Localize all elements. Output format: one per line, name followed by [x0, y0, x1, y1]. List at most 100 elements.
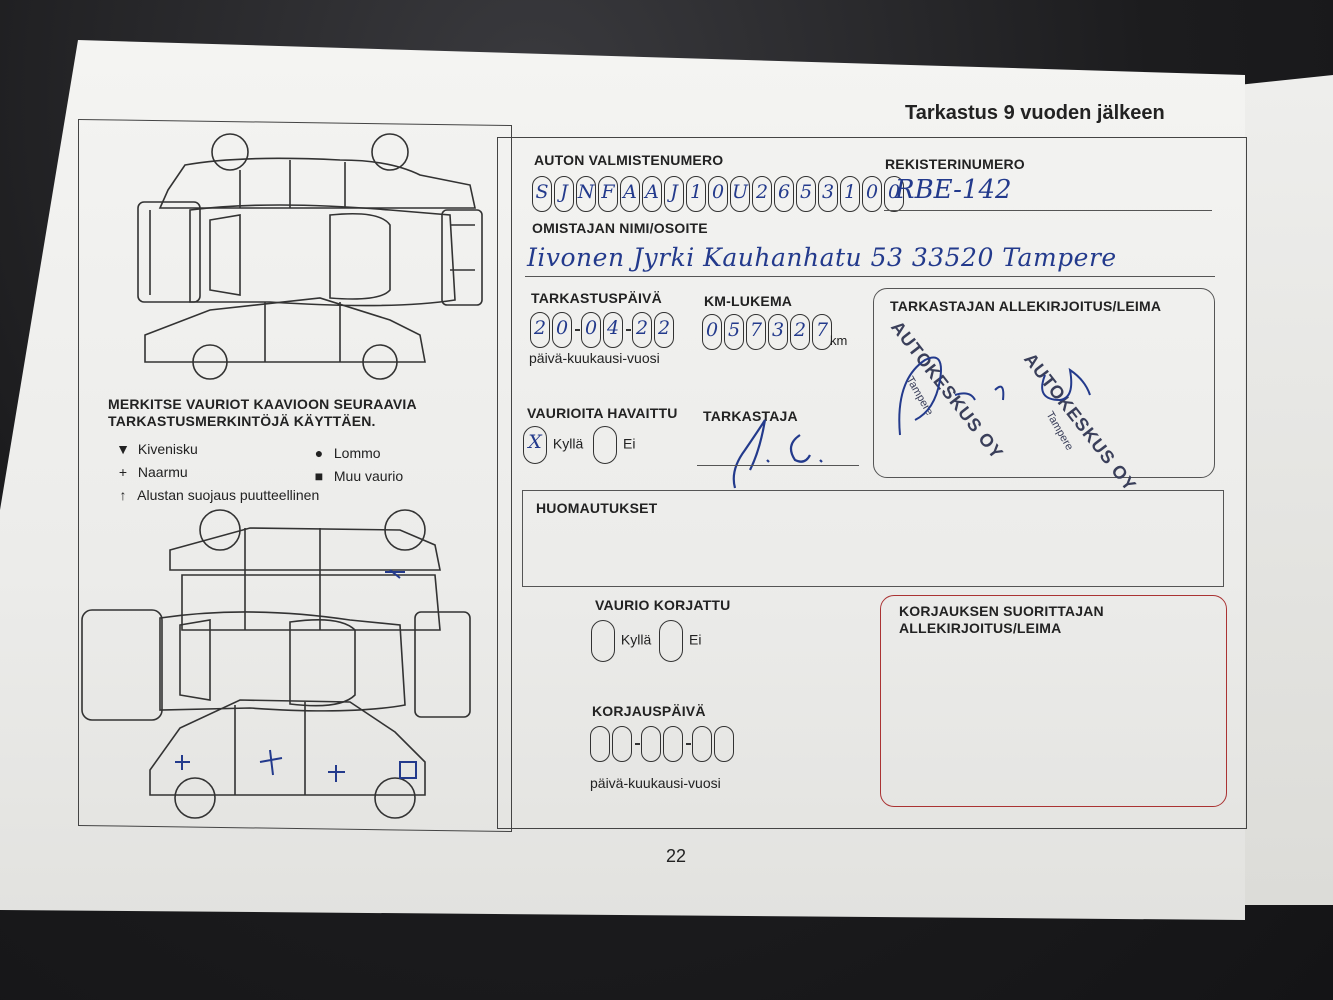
digit-value: 7 [815, 319, 829, 341]
digit-value: 0 [555, 317, 569, 339]
legend-naarmu: + Naarmu [112, 461, 319, 484]
digit-value: 0 [711, 181, 725, 203]
digit-box: 3 [768, 314, 788, 350]
form-panel [497, 137, 1247, 829]
repaired-no-checkbox[interactable] [659, 620, 684, 662]
legend-lommo: ● Lommo [308, 442, 403, 465]
car-diagram-bottom [81, 509, 471, 819]
owner-label: OMISTAJAN NIMI/OSOITE [532, 220, 708, 236]
page-title: Tarkastus 9 vuoden jälkeen [905, 102, 1165, 124]
digit-box: J [664, 176, 684, 212]
digit-value: 5 [727, 319, 741, 341]
digit-value: 4 [606, 317, 620, 339]
notes-box[interactable] [522, 490, 1224, 587]
digit-box: 0 [702, 314, 722, 350]
triangle-icon: ▼ [116, 441, 130, 457]
repair-signature-label-line2: ALLEKIRJOITUS/LEIMA [899, 620, 1062, 636]
digit-box [714, 726, 734, 762]
km-unit: km [830, 333, 848, 348]
digit-value: 0 [584, 317, 598, 339]
reg-label: REKISTERINUMERO [885, 156, 1025, 172]
digit-box: 5 [724, 314, 744, 350]
digit-box [612, 726, 632, 762]
digit-box: 2 [790, 314, 810, 350]
damage-yes-mark: X [528, 431, 542, 453]
digit-box: 7 [812, 314, 832, 350]
digit-box: J [554, 176, 574, 212]
digit-box: 0 [862, 176, 882, 212]
date-label: TARKASTUSPÄIVÄ [531, 290, 662, 306]
repair-date-field[interactable] [590, 726, 736, 762]
digit-value: 3 [771, 319, 785, 341]
repair-date-label: KORJAUSPÄIVÄ [592, 703, 706, 719]
digit-value: 5 [799, 181, 813, 203]
inspector-signature [898, 356, 1091, 436]
digit-box: 3 [818, 176, 838, 212]
reg-underline [884, 210, 1212, 211]
inspector-signature-label: TARKASTAJAN ALLEKIRJOITUS/LEIMA [890, 298, 1162, 314]
digit-box: 5 [796, 176, 816, 212]
booklet-page [0, 40, 1245, 920]
damage-no-checkbox[interactable] [593, 426, 618, 464]
digit-box: 2 [752, 176, 772, 212]
digit-box: A [620, 176, 640, 212]
digit-value: S [535, 181, 549, 203]
reg-value[interactable]: RBE-142 [895, 175, 1012, 205]
damage-no-label: Ei [623, 435, 636, 452]
legend-list-left: ▼ Kivenisku + Naarmu ↑ Alustan suojaus p… [112, 438, 319, 507]
digit-box [590, 726, 610, 762]
legend-lommo-label: Lommo [333, 445, 381, 461]
digit-box: A [642, 176, 662, 212]
repair-signature-box[interactable] [880, 595, 1227, 807]
digit-box: 0 [884, 176, 904, 212]
legend-alusta-label: Alustan suojaus puutteellinen [137, 487, 320, 503]
digit-box: 2 [530, 312, 550, 348]
legend-heading-line2: TARKASTUSMERKINTÖJÄ KÄYTTÄEN. [108, 413, 376, 429]
next-page-edge [1238, 75, 1333, 905]
digit-box: 2 [654, 312, 674, 348]
repaired-yes-checkbox[interactable] [591, 620, 615, 662]
legend-heading: MERKITSE VAURIOT KAAVIOON SEURAAVIA TARK… [108, 396, 417, 430]
damage-yes-label: Kyllä [552, 435, 584, 452]
digit-value: 0 [705, 319, 719, 341]
digit-box: 7 [746, 314, 766, 350]
circle-icon: ● [314, 445, 324, 461]
digit-value: N [577, 181, 595, 203]
digit-value: F [601, 181, 615, 203]
digit-value: 2 [657, 317, 671, 339]
inspector-label: TARKASTAJA [703, 408, 798, 424]
inspector-signature-box[interactable] [873, 288, 1215, 478]
digit-box [663, 726, 683, 762]
legend-kivenisku-label: Kivenisku [137, 441, 198, 457]
repair-signature-label-line1: KORJAUKSEN SUORITTAJAN [899, 603, 1104, 619]
digit-box: U [730, 176, 750, 212]
digit-value: 1 [689, 181, 703, 203]
date-separator [575, 329, 580, 331]
car-diagram-top [137, 133, 483, 380]
digit-value: J [560, 181, 568, 203]
page-number: 22 [666, 846, 687, 866]
date-hint: päivä-kuukausi-vuosi [529, 350, 660, 366]
digit-value: 0 [865, 181, 879, 203]
owner-value[interactable]: Iivonen Jyrki Kauhanhatu 53 33520 Tamper… [527, 243, 1117, 272]
digit-box [641, 726, 661, 762]
damage-label: VAURIOITA HAVAITTU [527, 405, 678, 421]
date-separator [686, 743, 691, 745]
digit-value: 6 [777, 181, 791, 203]
digit-box: 0 [708, 176, 728, 212]
digit-value: 2 [793, 319, 807, 341]
repaired-options: Kyllä Ei [591, 620, 701, 662]
digit-value: A [623, 181, 637, 203]
digit-value: 7 [749, 319, 763, 341]
repair-date-hint: päivä-kuukausi-vuosi [590, 775, 721, 791]
damage-yes-checkbox[interactable]: X [523, 426, 547, 464]
damage-options: X Kyllä Ei [523, 426, 635, 464]
digit-value: 3 [821, 181, 835, 203]
notes-label: HUOMAUTUKSET [536, 500, 658, 516]
repaired-no-label: Ei [689, 631, 702, 648]
vin-label: AUTON VALMISTENUMERO [534, 152, 724, 168]
digit-box: 2 [632, 312, 652, 348]
